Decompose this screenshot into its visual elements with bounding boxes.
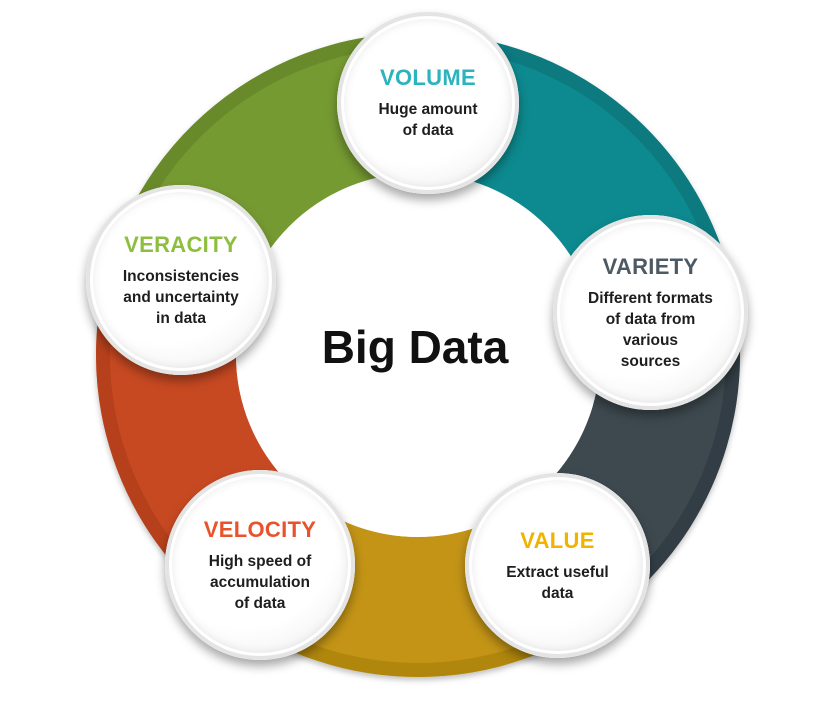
value-title: VALUE — [520, 527, 595, 553]
variety-title: VARIETY — [602, 253, 699, 279]
veracity-bubble: VERACITY Inconsistencies and uncertainty… — [86, 185, 276, 375]
ring-segment-edge-volume — [444, 34, 730, 276]
volume-title: VOLUME — [380, 65, 476, 90]
volume-description: Huge amount of data — [378, 101, 478, 139]
ring-segment-edge-veracity — [103, 33, 447, 291]
velocity-description: High speed of accumulation of data — [208, 552, 312, 612]
velocity-title: VELOCITY — [203, 516, 317, 542]
center-disc — [236, 173, 600, 537]
veracity-description: Inconsistencies and uncertainty in data — [122, 267, 240, 327]
center-title: Big Data — [321, 321, 509, 373]
veracity-title: VERACITY — [124, 231, 238, 257]
value-description: Extract useful data — [506, 563, 609, 602]
velocity-bubble: VELOCITY High speed of accumulation of d… — [165, 470, 355, 660]
volume-bubble: VOLUME Huge amount of data — [337, 12, 519, 194]
variety-bubble: VARIETY Different formats of data from v… — [553, 215, 748, 410]
value-bubble: VALUE Extract useful data — [465, 473, 650, 658]
variety-description: Different formats of data from various s… — [588, 289, 713, 370]
